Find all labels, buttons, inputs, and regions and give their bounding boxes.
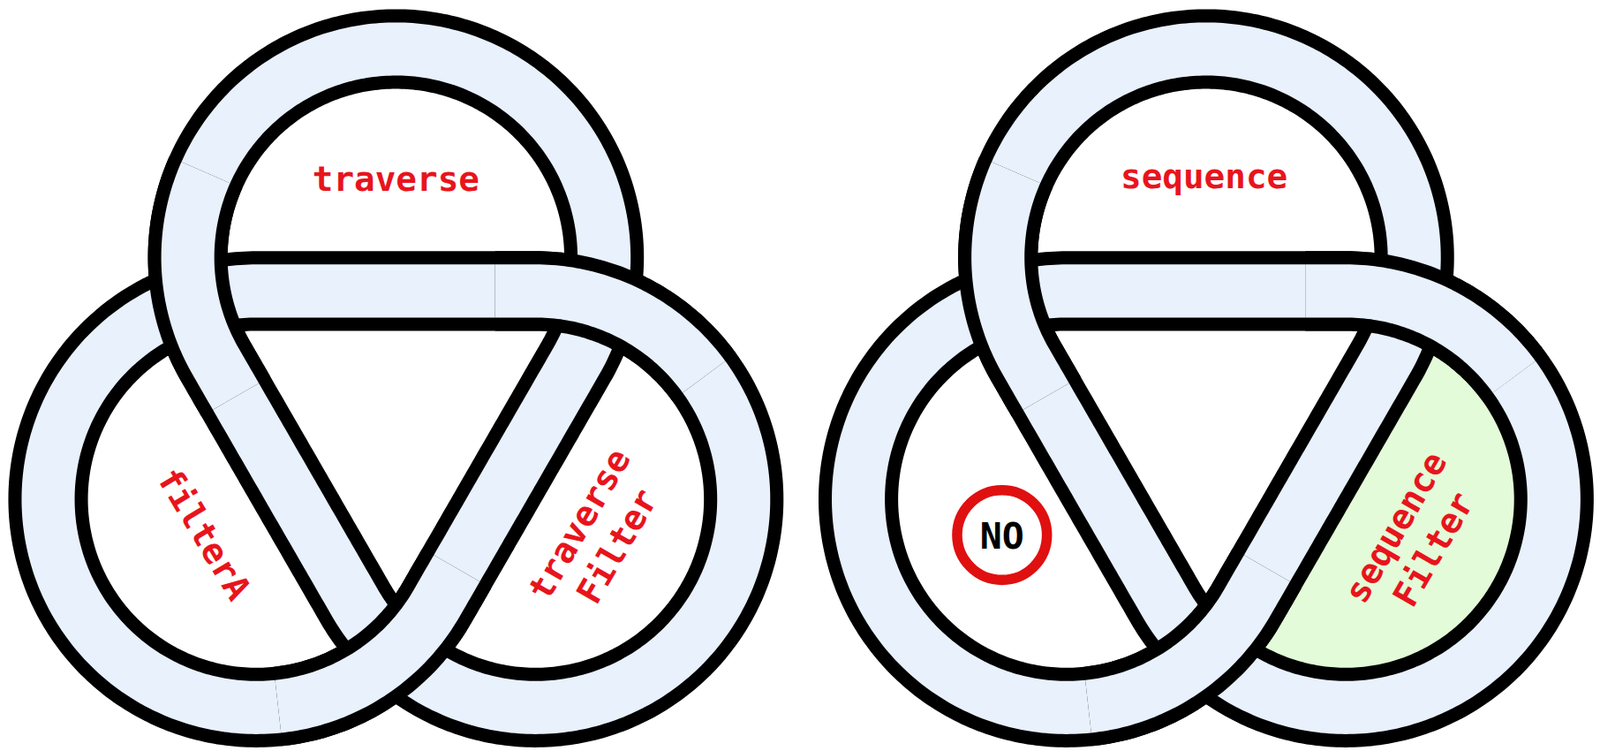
trefoil-knot bbox=[48, 48, 745, 707]
band-fill bbox=[858, 48, 1555, 707]
prohibition-sign: NO bbox=[950, 483, 1054, 587]
band-over-fill bbox=[997, 172, 1046, 396]
lobe-label: traverse bbox=[312, 157, 480, 201]
band-over-outline bbox=[188, 172, 236, 396]
band-fill bbox=[48, 48, 745, 707]
band-over-fill bbox=[1087, 567, 1267, 706]
band-over-fill bbox=[188, 172, 236, 396]
band-over-outline bbox=[495, 290, 705, 377]
band-over-outline bbox=[997, 172, 1046, 396]
band-over-outline bbox=[1087, 567, 1267, 706]
lobe-label: sequence bbox=[1120, 154, 1288, 198]
band-over-fill bbox=[1305, 290, 1515, 377]
band-over-fill bbox=[278, 567, 457, 706]
band-over-fill bbox=[495, 290, 705, 377]
sign-text: NO bbox=[950, 483, 1054, 587]
band-outline bbox=[48, 48, 745, 707]
band-outline bbox=[858, 48, 1555, 707]
band-over-outline bbox=[1305, 290, 1515, 377]
trefoil-knot bbox=[858, 48, 1555, 707]
band-over-outline bbox=[278, 567, 457, 706]
